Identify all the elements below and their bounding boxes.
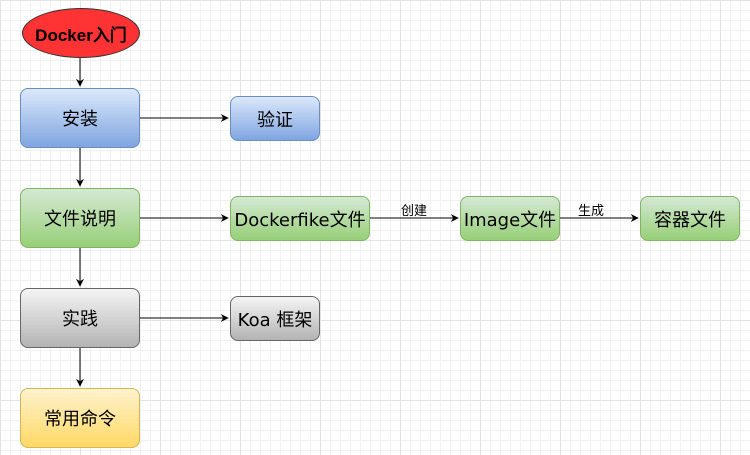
node-image[interactable]: Image文件 (460, 196, 560, 241)
node-docs-label: 文件说明 (44, 209, 116, 230)
node-verify-label: 验证 (257, 109, 293, 131)
node-verify[interactable]: 验证 (230, 96, 320, 141)
node-root-label: Docker入门 (35, 25, 127, 45)
node-dockerfile-label: Dockerfike文件 (234, 209, 366, 231)
node-docs[interactable]: 文件说明 (20, 188, 140, 248)
node-koa-label: Koa 框架 (237, 309, 313, 331)
node-koa[interactable]: Koa 框架 (230, 296, 320, 341)
node-container[interactable]: 容器文件 (640, 196, 740, 241)
node-practice[interactable]: 实践 (20, 288, 140, 348)
node-root[interactable]: Docker入门 (22, 8, 140, 58)
node-dockerfile[interactable]: Dockerfike文件 (230, 196, 370, 241)
node-install[interactable]: 安装 (20, 88, 140, 148)
edge-label-generate: 生成 (578, 204, 605, 219)
node-container-label: 容器文件 (654, 209, 726, 231)
edge-label-create: 创建 (401, 204, 428, 219)
node-image-label: Image文件 (463, 209, 557, 231)
node-practice-label: 实践 (62, 309, 98, 330)
node-commands-label: 常用命令 (44, 409, 116, 430)
node-commands[interactable]: 常用命令 (20, 388, 140, 448)
node-install-label: 安装 (62, 109, 98, 130)
